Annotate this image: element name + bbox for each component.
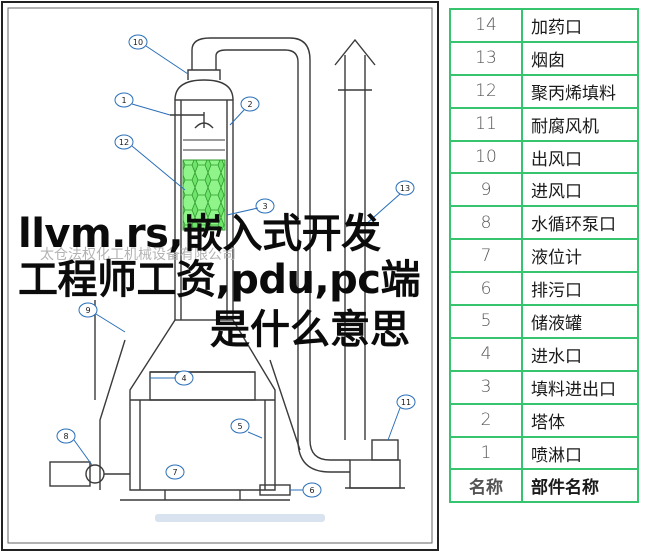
ductwork — [191, 37, 350, 473]
callout-2: 2 — [229, 96, 260, 126]
callout-3: 3 — [226, 198, 275, 216]
svg-text:6: 6 — [309, 486, 314, 495]
callout-8: 8 — [56, 428, 93, 466]
svg-text:9: 9 — [85, 306, 90, 315]
svg-text:2: 2 — [247, 100, 252, 109]
svg-text:7: 7 — [172, 468, 177, 477]
overlay-line-2: 工程师工资,pdu,pc端 — [18, 257, 420, 303]
part-number: 7 — [449, 238, 523, 274]
overlay-line-1: llvm.rs,嵌入式开发 — [18, 211, 381, 257]
part-name: 进风口 — [521, 172, 639, 208]
callout-11: 11 — [387, 394, 416, 441]
svg-text:12: 12 — [119, 138, 129, 147]
part-number: 6 — [449, 271, 523, 307]
part-number: 12 — [449, 73, 523, 109]
part-number: 5 — [449, 304, 523, 339]
svg-text:11: 11 — [401, 398, 411, 407]
part-name: 液位计 — [521, 238, 639, 274]
caption-bar — [155, 514, 325, 522]
part-name: 聚丙烯填料 — [521, 73, 639, 109]
header-name: 部件名称 — [521, 468, 639, 504]
part-number: 9 — [449, 172, 523, 208]
svg-text:1: 1 — [121, 96, 126, 105]
chimney — [334, 38, 376, 440]
part-number: 2 — [449, 402, 523, 438]
svg-text:10: 10 — [133, 38, 143, 47]
callout-1: 1 — [114, 92, 171, 116]
part-name: 烟囱 — [521, 40, 639, 76]
part-number: 1 — [449, 435, 523, 471]
callout-10: 10 — [128, 34, 189, 75]
part-number: 14 — [449, 8, 523, 43]
packing-layer — [182, 159, 226, 231]
part-name: 进水口 — [521, 336, 639, 372]
callout-5: 5 — [230, 418, 263, 439]
watermark-text: 太仓法权化工机械设备有限公司 — [40, 247, 236, 263]
part-name: 储液罐 — [521, 304, 639, 339]
fan — [345, 439, 405, 489]
part-number: 10 — [449, 139, 523, 175]
part-number: 3 — [449, 369, 523, 405]
part-name: 出风口 — [521, 139, 639, 175]
part-number: 8 — [449, 205, 523, 241]
part-name: 水循环泵口 — [521, 205, 639, 241]
part-name: 塔体 — [521, 402, 639, 438]
part-name: 耐腐风机 — [521, 106, 639, 142]
svg-text:13: 13 — [400, 184, 410, 193]
part-name: 喷淋口 — [521, 435, 639, 471]
part-name: 加药口 — [521, 8, 639, 43]
callout-13: 13 — [364, 180, 415, 226]
overlay-line-3: 是什么意思 — [210, 307, 410, 353]
callout-6: 6 — [290, 482, 322, 498]
scrubber-tower-drawing: 10 1 2 12 3 13 9 4 5 11 8 7 6 — [1, 1, 439, 551]
part-number: 4 — [449, 336, 523, 372]
callout-4: 4 — [150, 370, 194, 386]
svg-text:5: 5 — [237, 422, 242, 431]
drawing-frame — [1, 1, 439, 551]
parts-header-row: 名称部件名称 — [449, 468, 639, 504]
header-number: 名称 — [449, 468, 523, 504]
callout-9: 9 — [78, 302, 126, 333]
part-name: 填料进出口 — [521, 369, 639, 405]
callouts: 10 1 2 12 3 13 9 4 5 11 8 7 6 — [56, 34, 416, 498]
svg-text:4: 4 — [181, 374, 186, 383]
callout-7: 7 — [165, 464, 185, 480]
callout-12: 12 — [114, 134, 186, 191]
spray-nozzle — [170, 112, 214, 129]
part-number: 11 — [449, 106, 523, 142]
svg-text:3: 3 — [262, 202, 267, 211]
tower-body — [94, 69, 301, 501]
svg-text:8: 8 — [63, 432, 68, 441]
part-name: 排污口 — [521, 271, 639, 307]
part-number: 13 — [449, 40, 523, 76]
